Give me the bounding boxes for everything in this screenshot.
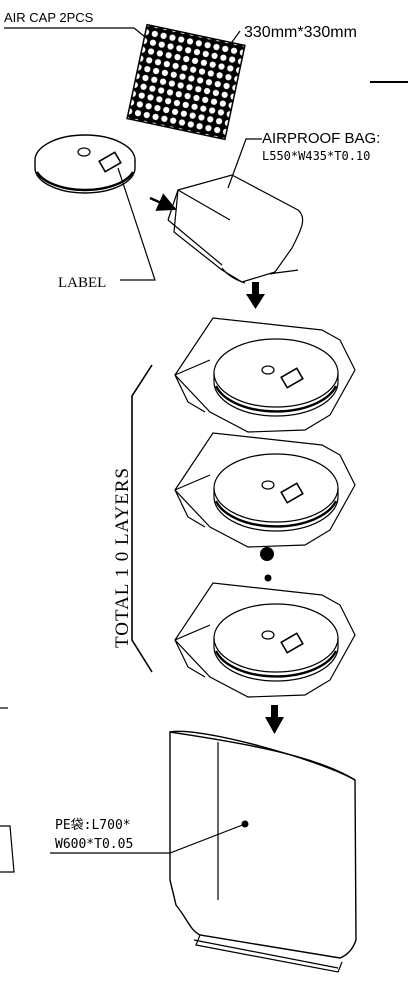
ellipsis-dot-large [260,547,274,561]
total-layers-label: TOTAL 1 0 LAYERS [112,467,133,648]
stray-shape-left [0,825,15,873]
pe-bag-label-line2: W600*T0.05 [55,837,133,852]
layers-bracket [131,364,153,673]
airproof-bag-size: L550*W435*T0.10 [262,149,370,163]
pe-bag-leader-dot [241,820,249,828]
air-cap-label: AIR CAP 2PCS [4,10,94,25]
airproof-bag [167,174,304,284]
bag-layer-2 [174,432,356,548]
arrow-down-1 [246,282,265,309]
pe-bag-leader [50,823,246,854]
air-cap-sheet [126,23,246,141]
arrow-reel-to-bag [149,193,177,211]
air-cap-size-label: 330mm*330mm [244,24,357,41]
pe-bag [169,730,357,973]
arrow-down-2 [265,705,284,734]
airproof-bag-label: AIRPROOF BAG: [262,130,380,147]
pe-bag-label-line1: PE袋:L700* [55,818,131,833]
bag-layer-3 [174,582,356,698]
ellipsis-dot-small [264,574,272,582]
reel [34,134,136,194]
label-callout: LABEL [58,275,106,291]
label-leader [117,167,156,281]
airproof-bag-leader [227,138,262,189]
bag-layer-1 [174,317,356,433]
